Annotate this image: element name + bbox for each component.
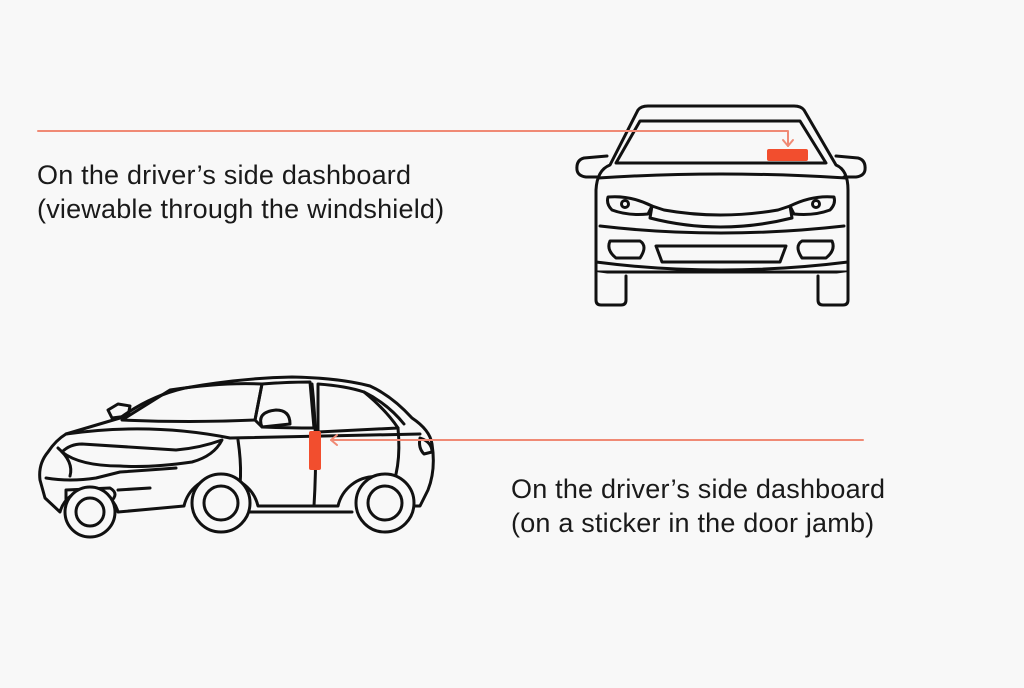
location-caption-door-jamb: On the driver’s side dashboard (on a sti…: [511, 472, 885, 540]
caption-line: On the driver’s side dashboard: [511, 474, 886, 504]
caption-subline: (on a sticker in the door jamb): [511, 508, 875, 538]
car-side-view-icon: [38, 375, 435, 539]
location-caption-windshield: On the driver’s side dashboard (viewable…: [37, 158, 444, 226]
caption-line: On the driver’s side dashboard: [37, 160, 412, 190]
windshield-marker: [767, 149, 808, 161]
pointer-arrow-door-jamb: [330, 434, 864, 446]
pointer-arrow-windshield: [37, 130, 794, 147]
car-front-view-icon: [575, 104, 867, 307]
door-jamb-marker: [309, 431, 321, 470]
caption-subline: (viewable through the windshield): [37, 194, 445, 224]
